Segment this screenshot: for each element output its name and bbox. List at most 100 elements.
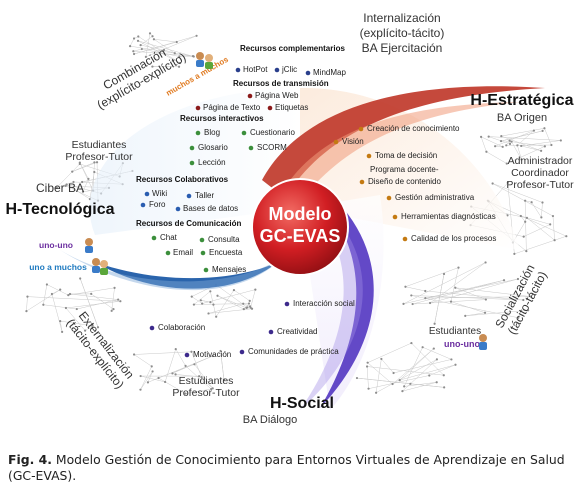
network-edge	[164, 349, 176, 383]
strategic-item: Toma de decisión	[375, 151, 437, 160]
network-node	[519, 214, 522, 218]
network-edge	[520, 215, 551, 225]
network-edge	[76, 299, 119, 310]
network-node	[151, 370, 154, 373]
network-edge	[450, 267, 459, 302]
network-edge	[425, 296, 531, 299]
network-node	[136, 39, 140, 42]
network-node	[175, 40, 178, 44]
network-node	[494, 145, 497, 148]
network-edge	[191, 351, 202, 378]
network-node	[501, 145, 504, 148]
tech-group-interactivos: Recursos interactivos Blog Cuestionario …	[180, 114, 295, 167]
network-node	[207, 312, 210, 315]
tech-item: Wiki	[152, 189, 167, 198]
network-edge	[26, 296, 28, 312]
tech-item: Lección	[198, 158, 226, 167]
network-node	[173, 52, 176, 55]
group-people-icon	[196, 52, 213, 69]
network-edge	[137, 40, 194, 57]
network-node	[517, 316, 520, 319]
network-edge	[84, 325, 93, 331]
network-node	[42, 303, 45, 306]
network-node	[78, 161, 81, 164]
tech-item: Taller	[195, 191, 214, 200]
network-node	[516, 277, 520, 281]
network-node	[435, 381, 438, 384]
network-edge	[403, 347, 423, 387]
bullet-dot	[386, 195, 392, 201]
network-node	[210, 387, 213, 391]
network-edge	[381, 358, 394, 374]
network-node	[96, 326, 100, 329]
network-node	[443, 386, 446, 389]
network-node	[543, 127, 546, 130]
network-node	[247, 302, 251, 305]
network-edge	[526, 217, 555, 241]
network-node	[198, 375, 201, 378]
network-node	[391, 382, 394, 386]
caption-text: Modelo Gestión de Conocimiento para Ento…	[8, 452, 565, 483]
network-edge	[488, 136, 561, 141]
network-node	[433, 322, 436, 325]
person-icon	[479, 334, 487, 350]
network-edge	[215, 289, 235, 317]
network-node	[216, 294, 219, 297]
network-node	[139, 388, 142, 391]
social-item: Creatividad	[277, 327, 317, 336]
network-node	[150, 365, 153, 368]
network-edge	[488, 136, 511, 145]
bullet-dot	[189, 145, 195, 151]
network-edge	[375, 358, 382, 393]
network-node	[246, 306, 249, 309]
network-edge	[403, 262, 486, 305]
network-node	[110, 309, 113, 312]
network-edge	[492, 183, 543, 203]
network-edge	[200, 300, 211, 303]
network-node	[144, 55, 147, 58]
network-node	[93, 170, 96, 174]
network-node	[450, 358, 453, 361]
network-node	[132, 50, 135, 53]
bullet-dot	[268, 329, 274, 335]
network-node	[178, 61, 182, 65]
network-node	[483, 311, 487, 314]
network-node	[119, 300, 122, 303]
internalizacion-label: Internalización	[363, 11, 440, 25]
network-node	[525, 216, 529, 219]
network-edge	[65, 307, 86, 331]
network-edge	[367, 362, 393, 385]
network-node	[485, 150, 488, 153]
network-node	[549, 223, 552, 226]
network-node	[232, 288, 236, 292]
network-node	[146, 381, 150, 384]
roles-bottom-right-label: Estudiantes	[429, 326, 481, 337]
network-edge	[243, 303, 251, 307]
network-node	[90, 292, 93, 296]
bullet-dot	[140, 202, 146, 208]
network-node	[410, 294, 413, 297]
strategic-item: Diseño de contenido	[368, 177, 441, 186]
tech-item: MindMap	[313, 68, 346, 77]
network-edge	[217, 295, 247, 309]
network-node	[211, 354, 214, 358]
network-node	[132, 353, 136, 356]
tech-item: jClic	[281, 65, 297, 74]
network-edge	[367, 342, 412, 363]
network-node	[79, 277, 82, 280]
network-node	[190, 350, 193, 353]
network-edge	[486, 151, 507, 164]
network-node	[65, 183, 68, 186]
social-item: Interacción social	[293, 299, 355, 308]
network-node	[499, 139, 503, 143]
network-node	[215, 315, 218, 318]
roles-right-line3: Profesor-Tutor	[506, 179, 574, 191]
network-node	[540, 149, 543, 152]
network-node	[162, 48, 166, 52]
network-edge	[193, 291, 211, 305]
social-arc	[320, 202, 374, 408]
internalizacion-sublabel: (explícito-tácito)	[360, 26, 445, 40]
network-node	[543, 145, 546, 148]
network-node	[505, 162, 508, 165]
network-node	[435, 358, 438, 361]
